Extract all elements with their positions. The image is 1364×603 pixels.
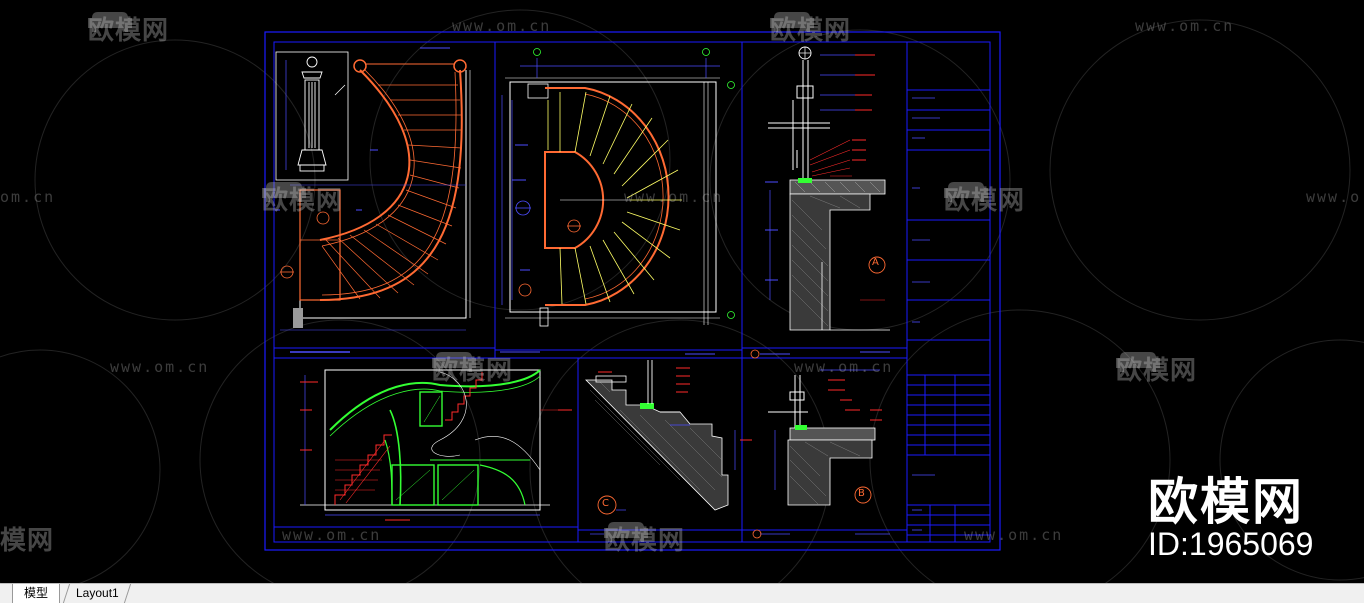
watermark-url: www.om.cn xyxy=(624,188,724,206)
title-block-text-strokes xyxy=(912,97,940,531)
watermark-url: www.om.cn xyxy=(1135,17,1235,35)
watermark-logo-partial: 模网 xyxy=(0,526,55,556)
sofa-icon xyxy=(944,182,988,202)
tab-layout1[interactable]: Layout1 xyxy=(62,584,132,603)
model-space-canvas[interactable]: A B C 欧模网 欧模网 欧模网 欧模网 欧模网 欧模网 欧模网 模网 www… xyxy=(0,0,1364,583)
detail-marker-a: A xyxy=(872,257,879,268)
watermark-url-partial: om.cn xyxy=(0,188,56,206)
sofa-icon xyxy=(88,12,132,32)
tab-layout1-label: Layout1 xyxy=(75,586,119,600)
tab-model[interactable]: 模型 xyxy=(12,584,60,603)
watermark-logo: 欧模网 xyxy=(1116,350,1197,387)
panel-section-c xyxy=(585,360,752,535)
watermark-url-partial: www.o xyxy=(1306,188,1362,206)
watermark-logo: 欧模网 xyxy=(262,180,343,217)
watermark-logo: 欧模网 xyxy=(944,180,1025,217)
watermark-url: www.om.cn xyxy=(282,526,382,544)
watermark-logo: 欧模网 xyxy=(604,520,685,557)
sofa-icon xyxy=(262,182,306,202)
panel-section-b xyxy=(752,369,890,539)
panel-section-a xyxy=(750,46,890,359)
watermark-logo: 欧模网 xyxy=(770,10,851,47)
sofa-icon xyxy=(432,352,476,372)
watermark-logo: 欧模网 xyxy=(88,10,169,47)
layout-tab-bar: 模型 Layout1 xyxy=(0,583,1364,603)
sofa-icon xyxy=(770,12,814,32)
sofa-icon xyxy=(604,522,648,542)
watermark-url: www.om.cn xyxy=(110,358,210,376)
model-id: ID:1965069 xyxy=(1148,526,1314,562)
panel-dividers xyxy=(274,42,907,542)
sheet-frame-inner xyxy=(273,41,991,543)
brand-name: 欧模网 xyxy=(1148,473,1304,531)
panel-stair-elevation xyxy=(300,369,572,521)
detail-marker-c: C xyxy=(602,498,609,509)
sheet-frame-outer xyxy=(264,31,1001,551)
panel-stair-plan-left xyxy=(275,47,471,353)
panel-stair-plan-center xyxy=(500,48,735,355)
watermark-url: www.om.cn xyxy=(452,17,552,35)
detail-marker-b: B xyxy=(858,488,865,499)
title-block xyxy=(906,42,990,542)
watermark-circles xyxy=(0,9,1364,583)
watermark-url: www.om.cn xyxy=(794,358,894,376)
watermark-logo: 欧模网 xyxy=(432,350,513,387)
watermark-url: www.om.cn xyxy=(964,526,1064,544)
cad-drawing xyxy=(0,9,1364,583)
sofa-icon xyxy=(1116,352,1160,372)
